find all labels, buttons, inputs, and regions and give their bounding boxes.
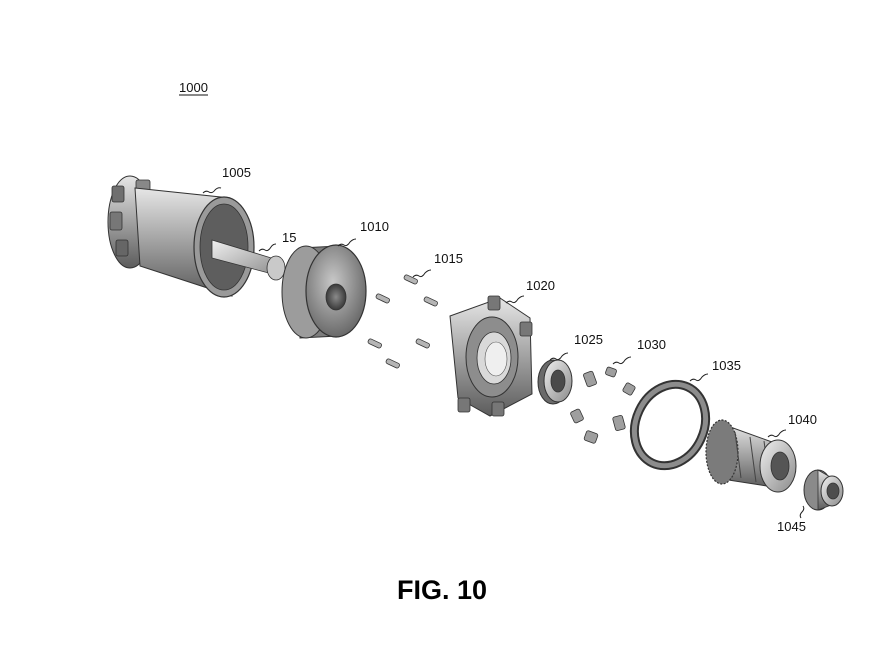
part-1015-pins (367, 274, 438, 369)
part-1035-ring (629, 379, 711, 471)
label-1020: 1020 (526, 278, 555, 293)
label-1035: 1035 (712, 358, 741, 373)
leader-1020 (505, 295, 525, 304)
leader-1030 (612, 356, 632, 365)
part-1045-end-cap (803, 469, 844, 511)
label-1005: 1005 (222, 165, 251, 180)
label-1010: 1010 (360, 219, 389, 234)
figure-caption: FIG. 10 (396, 575, 488, 605)
label-1040: 1040 (788, 412, 817, 427)
leader-1005 (202, 187, 222, 194)
leader-1045 (799, 505, 805, 519)
part-1010-rotor-disc (281, 244, 367, 339)
part-1020-carrier (449, 295, 533, 417)
leader-1010 (337, 238, 357, 247)
label-1030: 1030 (637, 337, 666, 352)
part-1025-bearing (537, 359, 573, 405)
leader-15 (258, 243, 277, 252)
label-15: 15 (282, 230, 296, 245)
part-1005-housing (107, 175, 286, 298)
leader-1015 (412, 269, 432, 278)
leader-1035 (689, 373, 709, 382)
leader-1040 (767, 429, 787, 438)
label-1015: 1015 (434, 251, 463, 266)
part-1040-freehub (705, 419, 797, 493)
label-1025: 1025 (574, 332, 603, 347)
label-1045: 1045 (777, 519, 806, 534)
figure-reference-number: 1000 (179, 80, 208, 95)
leader-1025 (549, 352, 569, 361)
part-1030-pawls (570, 366, 636, 444)
